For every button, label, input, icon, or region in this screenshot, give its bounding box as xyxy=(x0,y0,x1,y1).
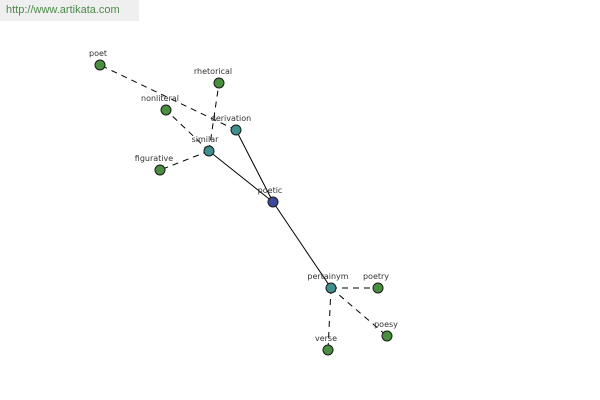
graph-edges xyxy=(99,64,388,351)
site-url-label[interactable]: http://www.artikata.com xyxy=(0,0,139,21)
edge-similar-nonliteral xyxy=(165,109,210,152)
node-label-poesy[interactable]: poesy xyxy=(374,320,398,329)
node-rhetorical[interactable] xyxy=(213,77,225,89)
edge-poetic-pertainym xyxy=(272,201,332,289)
edge-derivation-poet xyxy=(99,64,237,131)
node-derivation[interactable] xyxy=(230,124,242,136)
node-label-poetic[interactable]: poetic xyxy=(258,186,283,195)
node-label-poet[interactable]: poet xyxy=(89,49,107,58)
node-label-figurative[interactable]: figurative xyxy=(135,154,173,163)
node-poetic[interactable] xyxy=(267,196,279,208)
edge-pertainym-poesy xyxy=(330,287,388,337)
edge-poetic-derivation xyxy=(235,129,274,203)
node-figurative[interactable] xyxy=(154,164,166,176)
node-label-pertainym[interactable]: pertainym xyxy=(307,272,348,281)
node-label-similar[interactable]: similar xyxy=(192,135,220,144)
node-verse[interactable] xyxy=(322,344,334,356)
node-label-poetry[interactable]: poetry xyxy=(363,272,389,281)
node-similar[interactable] xyxy=(203,145,215,157)
node-pertainym[interactable] xyxy=(325,282,337,294)
node-label-verse[interactable]: verse xyxy=(315,334,337,343)
graph-labels: poetic similar derivation pertainym poet rhet… xyxy=(89,49,398,343)
edge-similar-figurative xyxy=(159,150,210,171)
node-label-derivation[interactable]: derivation xyxy=(211,114,251,123)
edge-poetic-similar xyxy=(208,150,274,203)
edge-similar-rhetorical xyxy=(208,82,220,152)
node-label-nonliteral[interactable]: nonliteral xyxy=(141,94,179,103)
node-label-rhetorical[interactable]: rhetorical xyxy=(194,67,232,76)
node-poet[interactable] xyxy=(94,59,106,71)
node-nonliteral[interactable] xyxy=(160,104,172,116)
node-poesy[interactable] xyxy=(381,330,393,342)
node-poetry[interactable] xyxy=(372,282,384,294)
graph-nodes xyxy=(94,59,393,356)
